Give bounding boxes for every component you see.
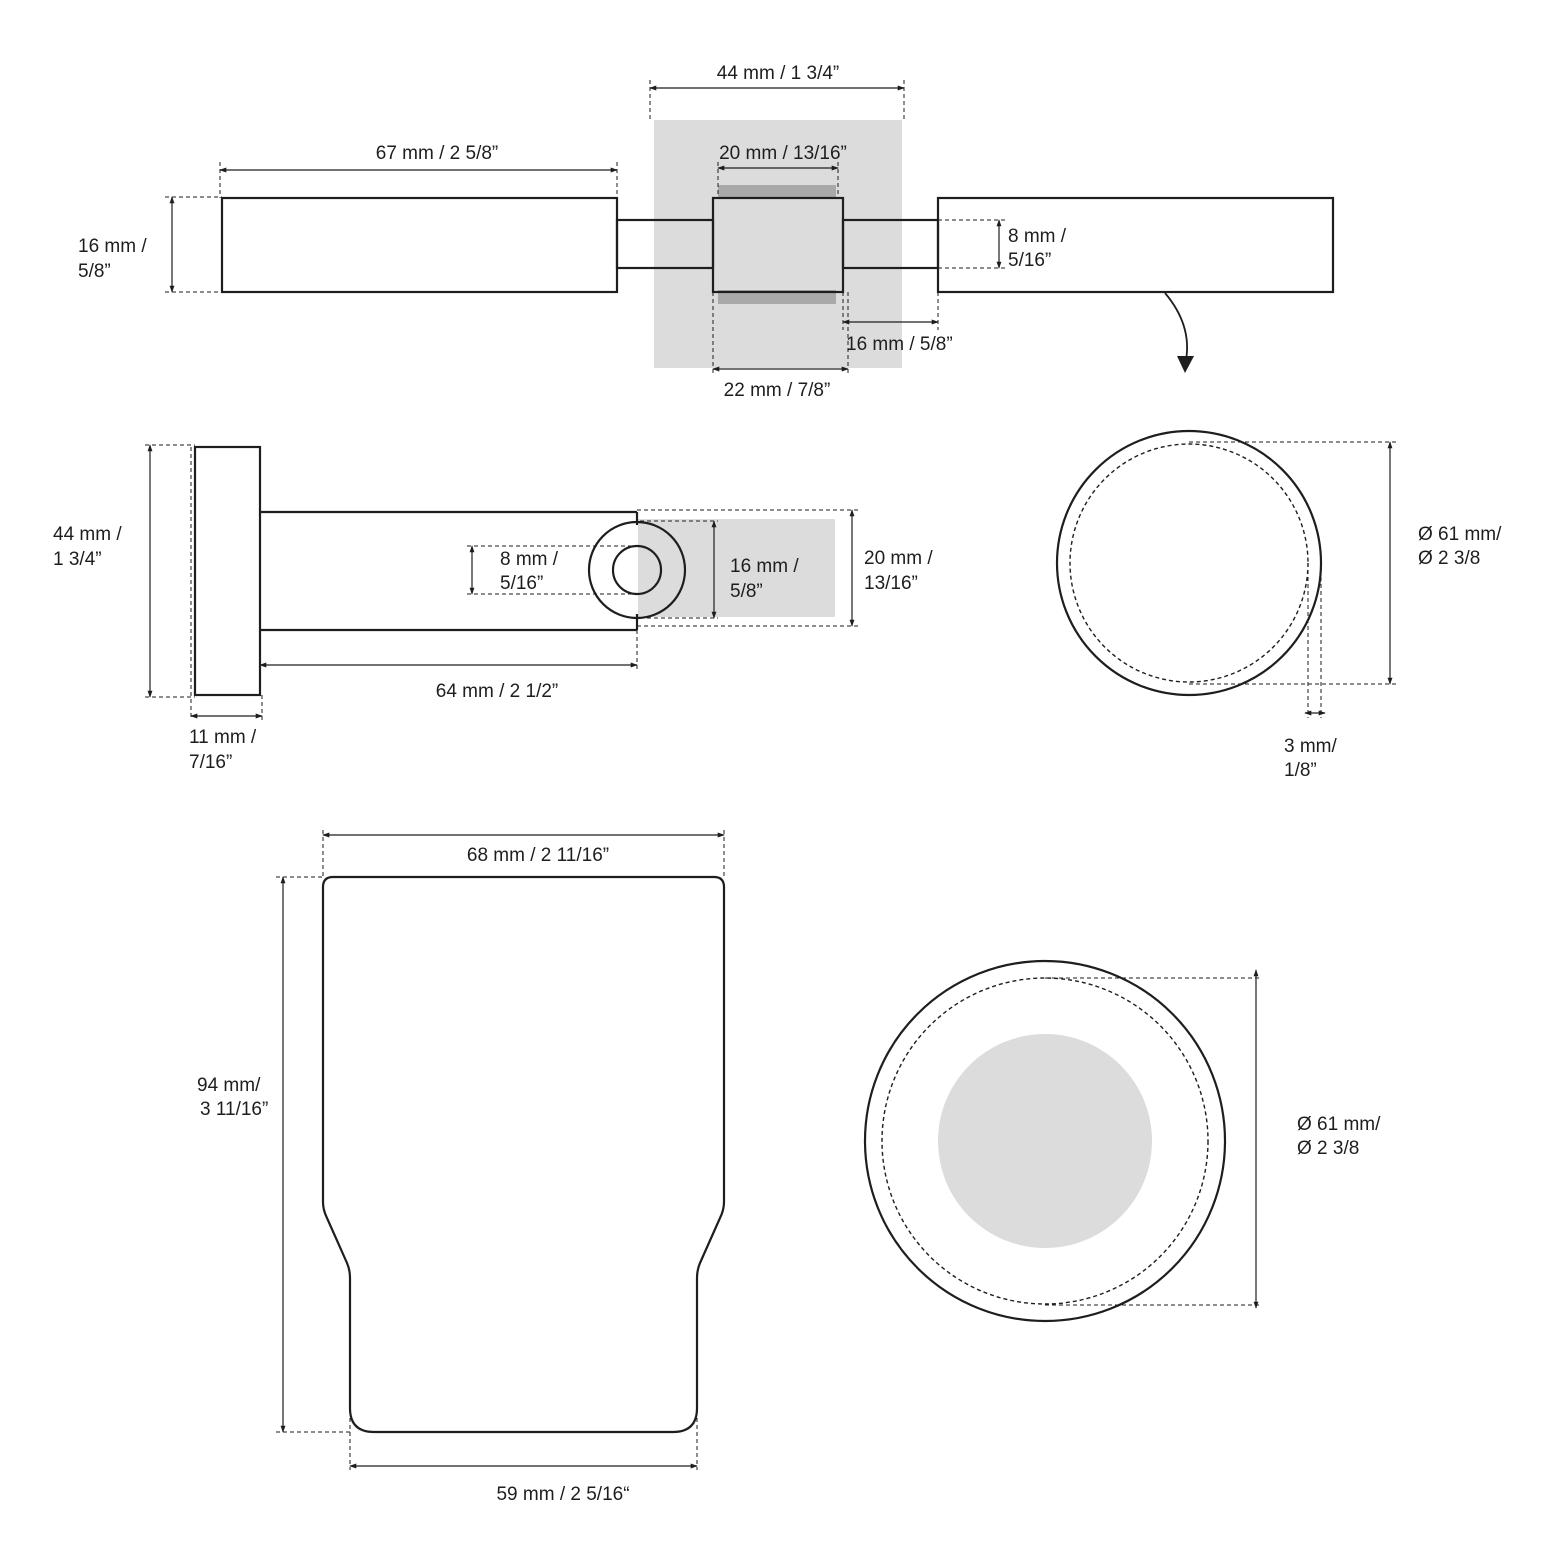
block-shadow-bottom bbox=[718, 290, 836, 304]
top-dim-arm-height-line2: 5/8” bbox=[78, 261, 111, 282]
top-dim-plate-width: 44 mm / 1 3/4” bbox=[717, 63, 840, 84]
ring-dim-wall-line2: 1/8” bbox=[1284, 760, 1317, 781]
side-dim-arm-height-line2: 13/16” bbox=[864, 573, 918, 594]
ring-outer bbox=[587, 520, 687, 620]
side-arm bbox=[260, 510, 639, 632]
side-dim-plate-height-line2: 1 3/4” bbox=[53, 549, 102, 570]
side-dim-plate-thickness-line2: 7/16” bbox=[189, 752, 232, 773]
cup-top-inner bbox=[881, 977, 1209, 1305]
cup-top-dim-diameter-line1: Ø 61 mm/ bbox=[1297, 1114, 1381, 1135]
top-dim-gap: 16 mm / 5/8” bbox=[846, 334, 953, 355]
cup-dim-top-width: 68 mm / 2 11/16” bbox=[467, 845, 609, 866]
cup-top-view: Ø 61 mm/ Ø 2 3/8 bbox=[863, 959, 1381, 1323]
top-dim-block-width: 20 mm / 13/16” bbox=[719, 143, 847, 164]
top-dim-base-width: 22 mm / 7/8” bbox=[724, 380, 831, 401]
side-dim-arm-height-line1: 20 mm / bbox=[864, 548, 933, 569]
block-shadow-top bbox=[718, 185, 836, 199]
top-dim-bar-height-line1: 8 mm / bbox=[1008, 226, 1067, 247]
plate-zone bbox=[654, 120, 902, 368]
side-dim-ring-line1: 16 mm / bbox=[730, 556, 799, 577]
left-arm bbox=[220, 196, 619, 294]
side-view: 44 mm / 1 3/4” 8 mm / 5/16” 16 mm / 5/8”… bbox=[53, 444, 933, 773]
cup-bottom-zone bbox=[938, 1034, 1152, 1248]
ring-view-outer bbox=[1055, 429, 1323, 697]
side-dim-plate-height-line1: 44 mm / bbox=[53, 524, 122, 545]
cup-dim-height-line1: 94 mm/ bbox=[197, 1075, 261, 1096]
ring-dim-diameter-line2: Ø 2 3/8 bbox=[1418, 548, 1480, 569]
side-dim-hole-line1: 8 mm / bbox=[500, 549, 559, 570]
top-view: 44 mm / 1 3/4” 67 mm / 2 5/8” 20 mm / 13… bbox=[78, 63, 1335, 401]
ring-view: Ø 61 mm/ Ø 2 3/8 3 mm/ 1/8” bbox=[1055, 429, 1502, 781]
top-dim-bar-height-line2: 5/16” bbox=[1008, 250, 1051, 271]
side-dim-ring-line2: 5/8” bbox=[730, 581, 763, 602]
cup-dim-bottom-width: 59 mm / 2 5/16“ bbox=[496, 1484, 629, 1505]
cup-top-outer bbox=[863, 959, 1227, 1323]
top-dim-arm-height-line1: 16 mm / bbox=[78, 236, 147, 257]
cup-dim-height-line2: 3 11/16” bbox=[200, 1099, 268, 1120]
side-dim-arm-length: 64 mm / 2 1/2” bbox=[436, 681, 559, 702]
ring-dim-wall-line1: 3 mm/ bbox=[1284, 736, 1338, 757]
cup-view: 68 mm / 2 11/16” 94 mm/ 3 11/16” 59 mm /… bbox=[197, 830, 726, 1505]
side-dim-hole-line2: 5/16” bbox=[500, 573, 543, 594]
ring-view-inner bbox=[1069, 443, 1309, 683]
wall-plate bbox=[193, 445, 262, 697]
side-dim-plate-thickness-line1: 11 mm / bbox=[189, 727, 257, 748]
right-arm bbox=[936, 196, 1335, 294]
view-reference-arrow bbox=[1164, 292, 1188, 361]
cup-top-dim-diameter-line2: Ø 2 3/8 bbox=[1297, 1138, 1359, 1159]
top-dim-arm-length: 67 mm / 2 5/8” bbox=[376, 143, 499, 164]
view-reference-arrowhead bbox=[1177, 356, 1194, 373]
cup-outline bbox=[321, 875, 726, 1434]
ring-dim-diameter-line1: Ø 61 mm/ bbox=[1418, 524, 1502, 545]
